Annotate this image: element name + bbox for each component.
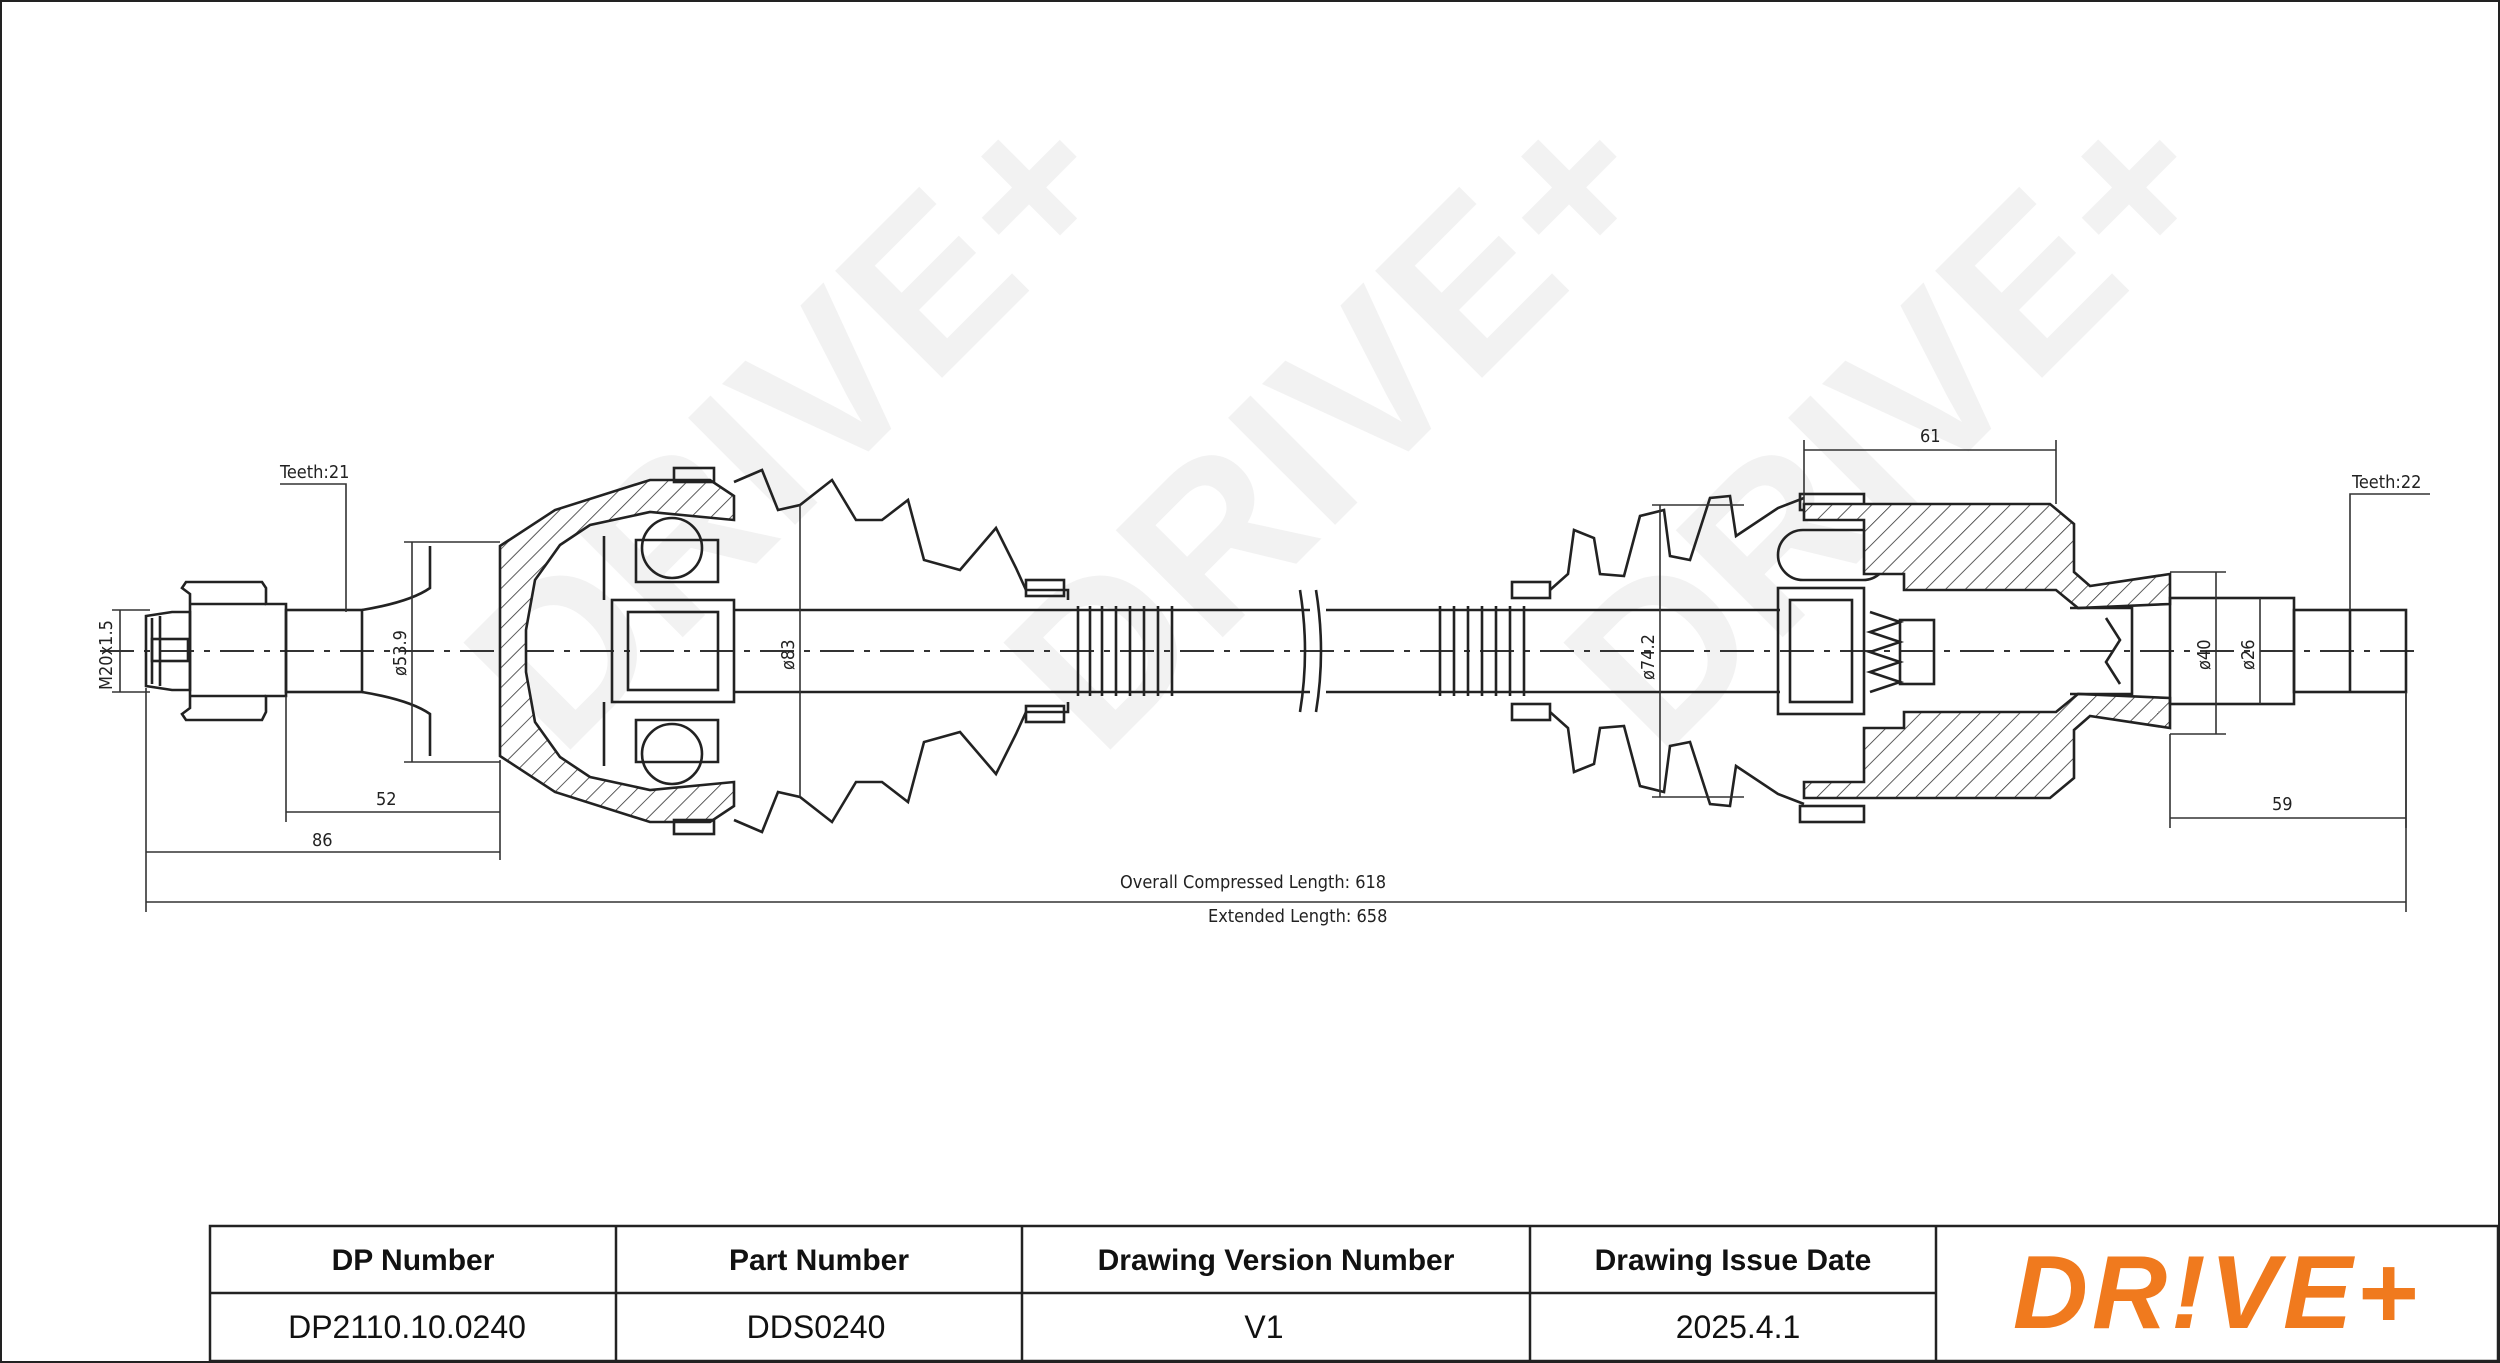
dimension-lines (112, 440, 2430, 912)
ball-bottom (640, 722, 704, 786)
header-issue-date: Drawing Issue Date (1595, 1244, 1872, 1277)
thread-label: M20x1.5 (96, 620, 117, 690)
brand-logo-text: DR!VE+ (2013, 1235, 2421, 1351)
dim-86-label: 86 (312, 830, 333, 851)
header-dp-number: DP Number (332, 1244, 495, 1277)
ball-cage-bottom (634, 718, 720, 764)
value-part-number: DDS0240 (747, 1309, 886, 1345)
brand-logo: DR!VE+ (2013, 1235, 2421, 1351)
header-drawing-version: Drawing Version Number (1098, 1244, 1455, 1277)
shaft-right-ribs (1438, 606, 1526, 696)
dim-53-label: ø53.9 (390, 630, 411, 676)
shaft-right (1326, 608, 1780, 694)
outer-boot-clamp-top (672, 466, 716, 484)
outer-boot-band-bottom (1024, 704, 1066, 724)
inner-housing-bore (2070, 606, 2134, 696)
tripod-cap (1898, 618, 1936, 686)
inner-housing-spline-mark (2104, 617, 2122, 685)
inner-boot-band-bottom (1510, 702, 1552, 722)
ball-top (640, 516, 704, 580)
shaft-left (734, 608, 1310, 694)
keyway (150, 637, 190, 663)
left-spline (284, 608, 364, 694)
teeth-left-leader (280, 483, 347, 612)
inner-housing-lower (1802, 692, 2172, 800)
watermark: DRIVE+ DRIVE+ DRIVE+ (419, 53, 2259, 793)
value-issue-date: 2025.4.1 (1676, 1309, 1801, 1345)
shaft-left-ribs (1076, 606, 1174, 696)
value-dp-number: DP2110.10.0240 (288, 1309, 526, 1345)
title-block: DP Number Part Number Drawing Version Nu… (208, 1224, 2500, 1363)
dim-74-label: ø74.2 (1638, 634, 1659, 680)
shaft-break-left (1298, 589, 1307, 713)
dim-26-label: ø26 (2238, 639, 2259, 670)
header-part-number: Part Number (729, 1244, 909, 1277)
extended-length-label: Extended Length: 658 (1208, 906, 1387, 927)
outer-boot (733, 468, 1070, 834)
teeth-right-leader (2349, 493, 2430, 610)
outer-cv-race-inner (626, 610, 720, 692)
outer-boot-clamp-bottom (672, 818, 716, 836)
teeth-right-label: Teeth:22 (2351, 472, 2421, 493)
teeth-left-label: Teeth:21 (279, 462, 349, 483)
outer-cv-race (610, 598, 736, 704)
dim-40-label: ø40 (2194, 639, 2215, 670)
outer-boot-band-top (1024, 578, 1066, 598)
ball-cage-top (634, 538, 720, 584)
tripod-body-inner (1788, 598, 1854, 704)
tripod-spring (1865, 610, 1905, 694)
value-drawing-version: V1 (1244, 1309, 1283, 1345)
dim-52-label: 52 (376, 789, 397, 810)
shaft-drawing (144, 466, 2408, 836)
tripod-body (1776, 586, 1866, 716)
overall-length-label: Overall Compressed Length: 618 (1120, 872, 1386, 893)
dim-83-label: ø83 (778, 639, 799, 670)
inner-boot (1549, 494, 1805, 808)
tripod-clamp-bottom (1798, 804, 1866, 824)
outer-cv-housing (498, 478, 736, 824)
left-neck (361, 546, 432, 756)
dim-61-label: 61 (1920, 426, 1941, 447)
dim-59-label: 59 (2272, 794, 2293, 815)
shaft-break-right (1314, 589, 1323, 713)
